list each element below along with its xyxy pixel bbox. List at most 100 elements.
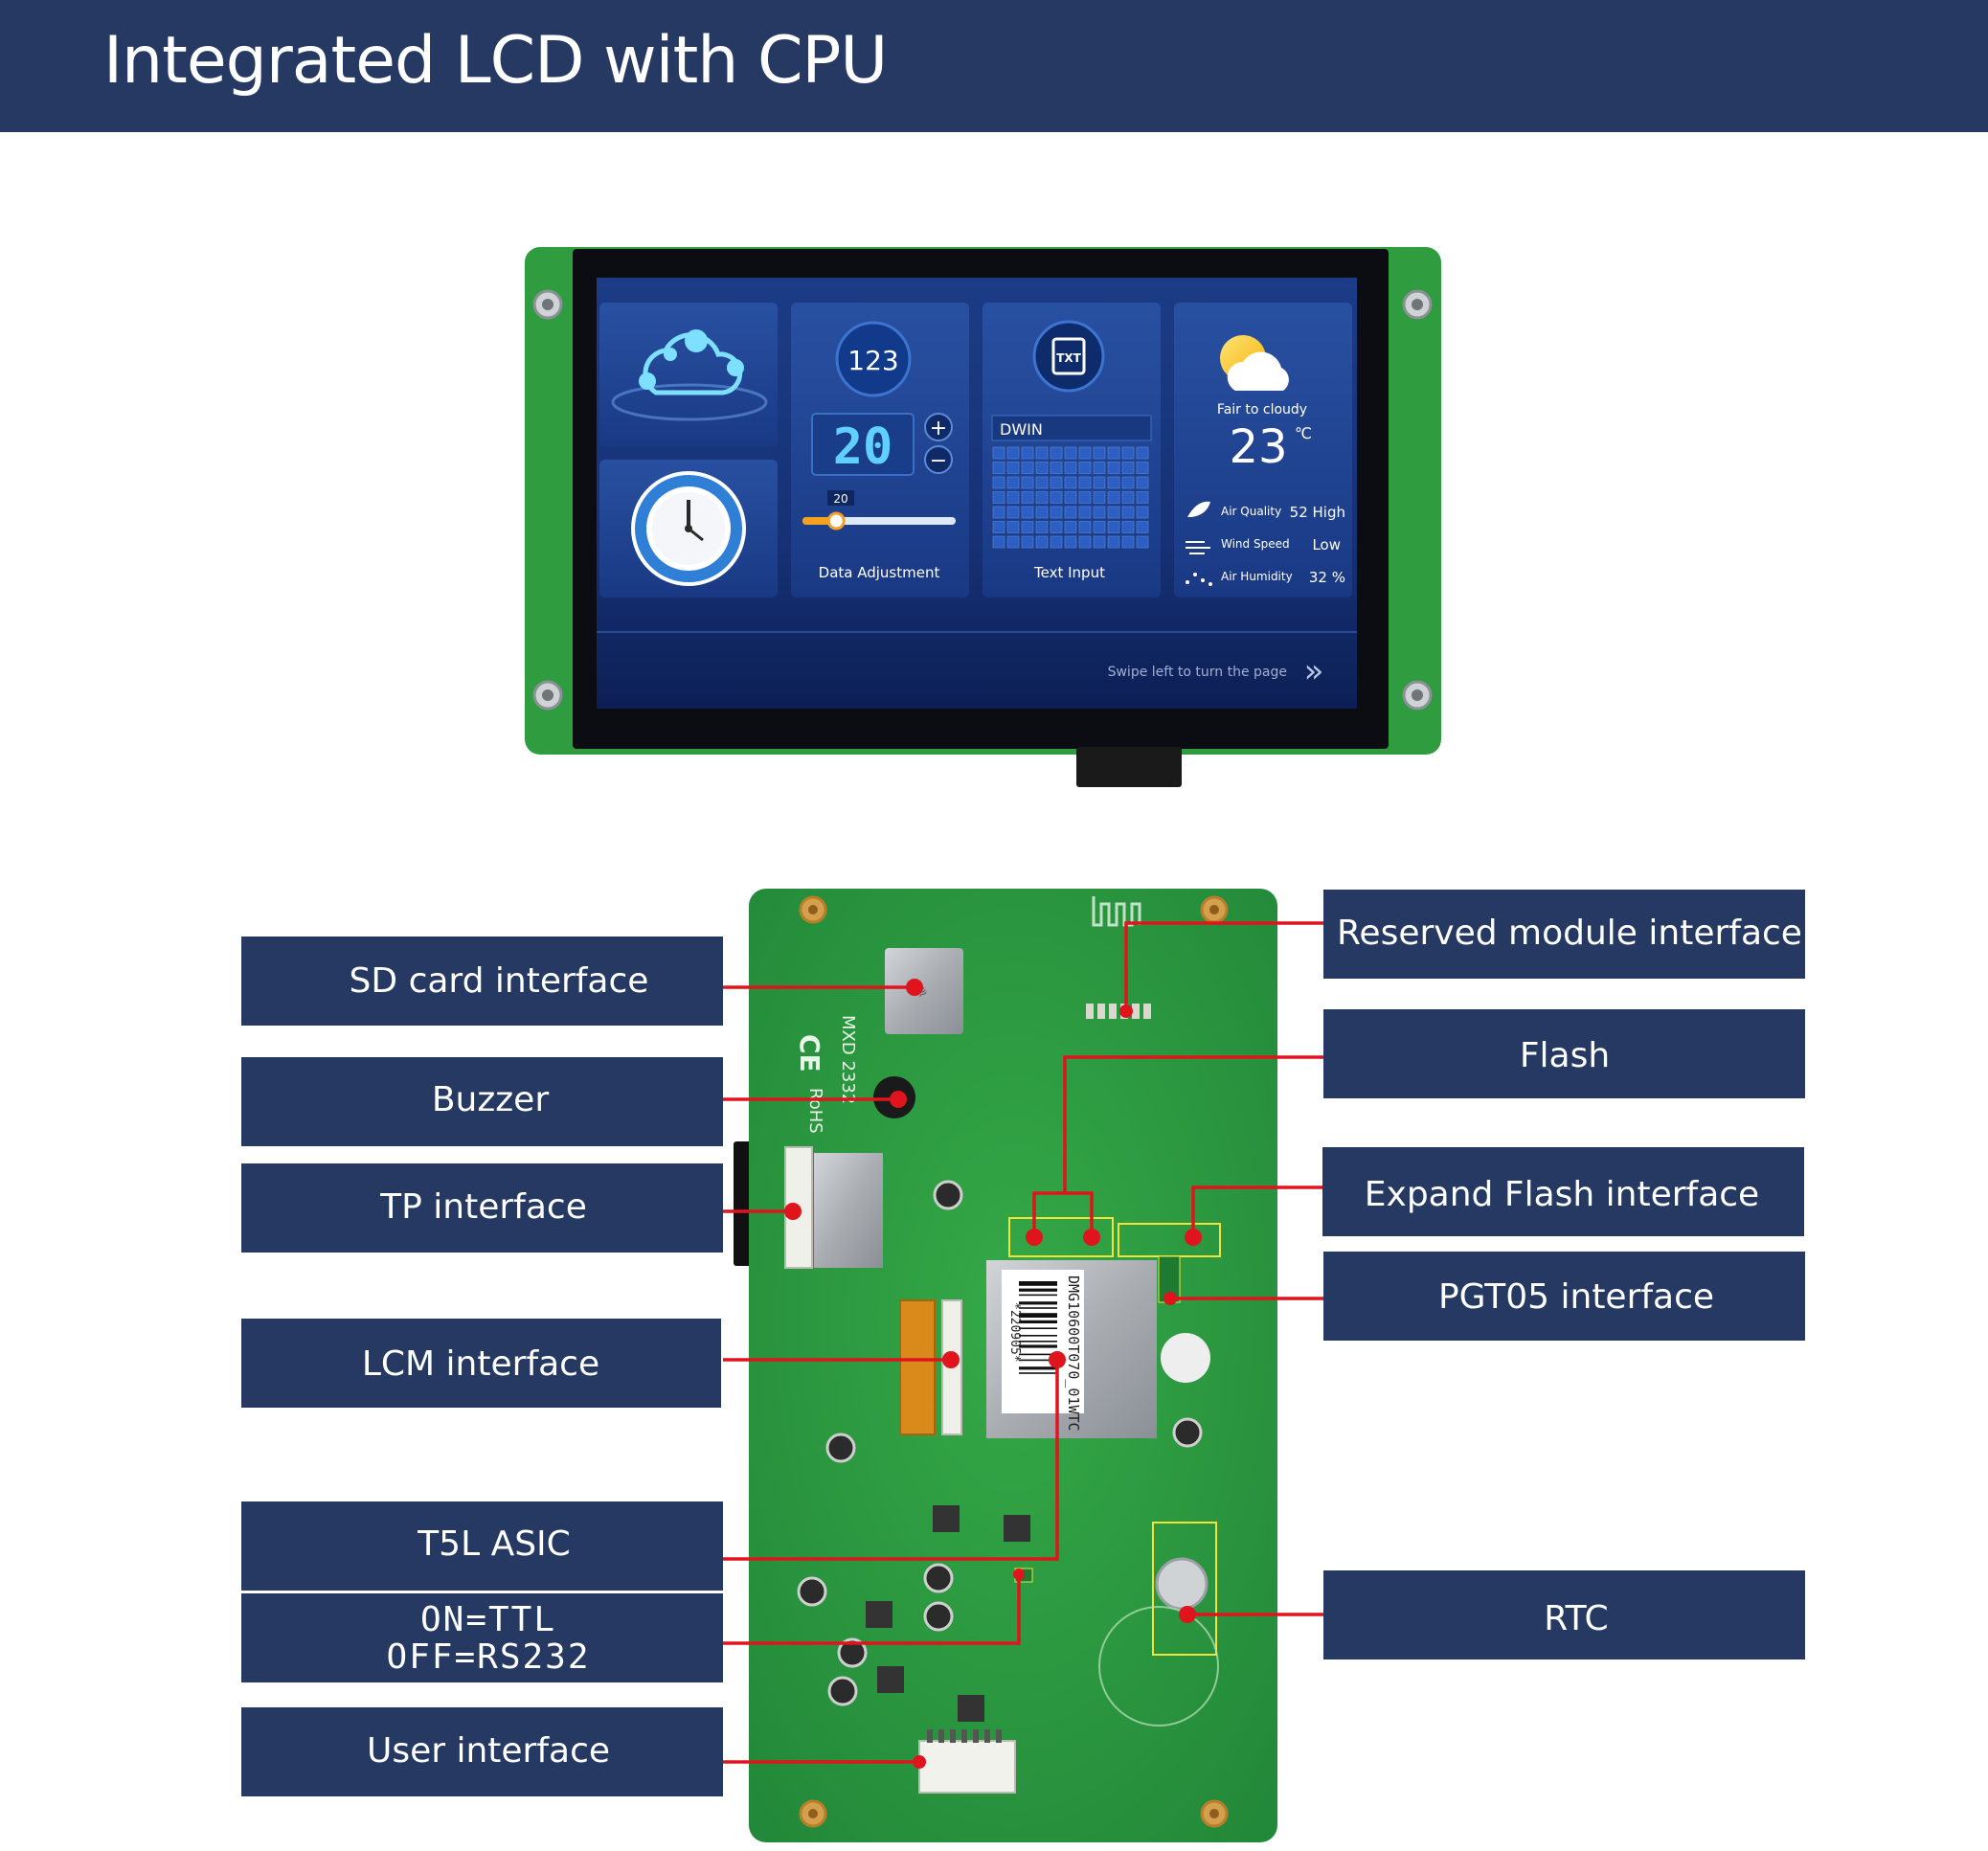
swipe-hint: Swipe left to turn the page <box>1108 665 1287 680</box>
keyboard-key[interactable] <box>1050 462 1063 474</box>
keyboard-key[interactable] <box>1078 476 1092 489</box>
weather-card[interactable] <box>1174 303 1352 598</box>
swipe-arrows-icon[interactable]: » <box>1304 652 1324 690</box>
keyboard-key[interactable] <box>1006 462 1020 474</box>
keyboard-key[interactable] <box>1136 476 1149 489</box>
keyboard-key[interactable] <box>1093 462 1106 474</box>
keyboard-key[interactable] <box>1078 521 1092 533</box>
keyboard-key[interactable] <box>1121 521 1135 533</box>
keyboard-key[interactable] <box>992 491 1005 504</box>
keyboard-key[interactable] <box>1064 506 1077 519</box>
keyboard-key[interactable] <box>1035 506 1049 519</box>
pcb-corner-holes <box>799 895 1229 1828</box>
keyboard-key[interactable] <box>992 462 1005 474</box>
keyboard-key[interactable] <box>992 476 1005 489</box>
keyboard-key[interactable] <box>1136 462 1149 474</box>
keyboard-key[interactable] <box>1121 506 1135 519</box>
keyboard-key[interactable] <box>992 446 1005 460</box>
keyboard-key[interactable] <box>1107 462 1120 474</box>
text-input-field[interactable] <box>991 415 1152 441</box>
keyboard-key[interactable] <box>1050 506 1063 519</box>
keyboard-key[interactable] <box>1107 506 1120 519</box>
label-lcm-interface <box>241 1319 721 1408</box>
keyboard-key[interactable] <box>1050 476 1063 489</box>
keyboard-key[interactable] <box>1035 535 1049 549</box>
keyboard-key[interactable] <box>1078 462 1092 474</box>
keyboard-key[interactable] <box>1064 535 1077 549</box>
keyboard-key[interactable] <box>1078 506 1092 519</box>
keyboard-key[interactable] <box>1064 476 1077 489</box>
label-reserved-module <box>1323 890 1805 979</box>
keyboard-key[interactable] <box>1006 506 1020 519</box>
keyboard-key[interactable] <box>1107 491 1120 504</box>
keyboard-key[interactable] <box>1050 521 1063 533</box>
cloud-iot-icon <box>611 329 768 421</box>
keyboard-key[interactable] <box>1006 535 1020 549</box>
keyboard-key[interactable] <box>1006 521 1020 533</box>
keyboard-key[interactable] <box>1093 446 1106 460</box>
keyboard-key[interactable] <box>1035 521 1049 533</box>
keyboard-key[interactable] <box>1064 462 1077 474</box>
keyboard-key[interactable] <box>1107 476 1120 489</box>
keyboard-key[interactable] <box>1093 535 1106 549</box>
data-card-label: Data Adjustment <box>819 564 940 581</box>
keyboard-key[interactable] <box>1136 521 1149 533</box>
keyboard-key[interactable] <box>1006 446 1020 460</box>
data-value: 20 <box>833 418 893 476</box>
partly-cloudy-icon <box>1220 335 1289 391</box>
keyboard-key[interactable] <box>1136 506 1149 519</box>
keyboard-key[interactable] <box>1136 446 1149 460</box>
label-t5l-asic <box>241 1501 723 1591</box>
keyboard-key[interactable] <box>1078 491 1092 504</box>
label-buzzer <box>241 1057 723 1146</box>
keyboard-key[interactable] <box>1050 446 1063 460</box>
keyboard-key[interactable] <box>1093 476 1106 489</box>
keyboard-key[interactable] <box>1107 535 1120 549</box>
keyboard-key[interactable] <box>1021 521 1034 533</box>
on-screen-keyboard[interactable] <box>992 446 1149 549</box>
keyboard-key[interactable] <box>1021 462 1034 474</box>
keyboard-key[interactable] <box>1035 491 1049 504</box>
keyboard-key[interactable] <box>1078 446 1092 460</box>
keyboard-key[interactable] <box>1006 491 1020 504</box>
keyboard-key[interactable] <box>1136 491 1149 504</box>
keyboard-key[interactable] <box>1035 462 1049 474</box>
keyboard-key[interactable] <box>1006 476 1020 489</box>
keyboard-key[interactable] <box>1107 446 1120 460</box>
keyboard-key[interactable] <box>1021 446 1034 460</box>
keyboard-key[interactable] <box>1078 535 1092 549</box>
keyboard-key[interactable] <box>1021 535 1034 549</box>
svg-text:−: − <box>930 449 947 473</box>
keyboard-key[interactable] <box>992 506 1005 519</box>
keyboard-key[interactable] <box>1064 491 1077 504</box>
keyboard-key[interactable] <box>1035 476 1049 489</box>
keyboard-key[interactable] <box>1093 521 1106 533</box>
keyboard-key[interactable] <box>1107 521 1120 533</box>
keyboard-key[interactable] <box>1136 535 1149 549</box>
keyboard-key[interactable] <box>1121 535 1135 549</box>
compliance-marks: CE MXD 2332 RoHS <box>794 1015 858 1134</box>
keyboard-key[interactable] <box>1050 535 1063 549</box>
keyboard-key[interactable] <box>1121 446 1135 460</box>
svg-text:MXD 2332: MXD 2332 <box>838 1015 858 1104</box>
keyboard-key[interactable] <box>1093 506 1106 519</box>
decrement-button[interactable] <box>924 445 953 474</box>
keyboard-key[interactable] <box>1021 506 1034 519</box>
keyboard-key[interactable] <box>1121 476 1135 489</box>
increment-button[interactable] <box>924 413 953 441</box>
keyboard-key[interactable] <box>992 535 1005 549</box>
keyboard-key[interactable] <box>1064 521 1077 533</box>
keyboard-key[interactable] <box>1093 491 1106 504</box>
keyboard-key[interactable] <box>1050 491 1063 504</box>
clock-icon <box>631 471 746 586</box>
svg-text:PGT05 interface: PGT05 interface <box>1438 1277 1714 1317</box>
slider-knob[interactable] <box>826 511 846 530</box>
keyboard-key[interactable] <box>1121 491 1135 504</box>
keyboard-key[interactable] <box>1021 476 1034 489</box>
keyboard-key[interactable] <box>992 521 1005 533</box>
keyboard-key[interactable] <box>1121 462 1135 474</box>
cloud-card[interactable] <box>599 303 778 446</box>
keyboard-key[interactable] <box>1035 446 1049 460</box>
keyboard-key[interactable] <box>1021 491 1034 504</box>
keyboard-key[interactable] <box>1064 446 1077 460</box>
